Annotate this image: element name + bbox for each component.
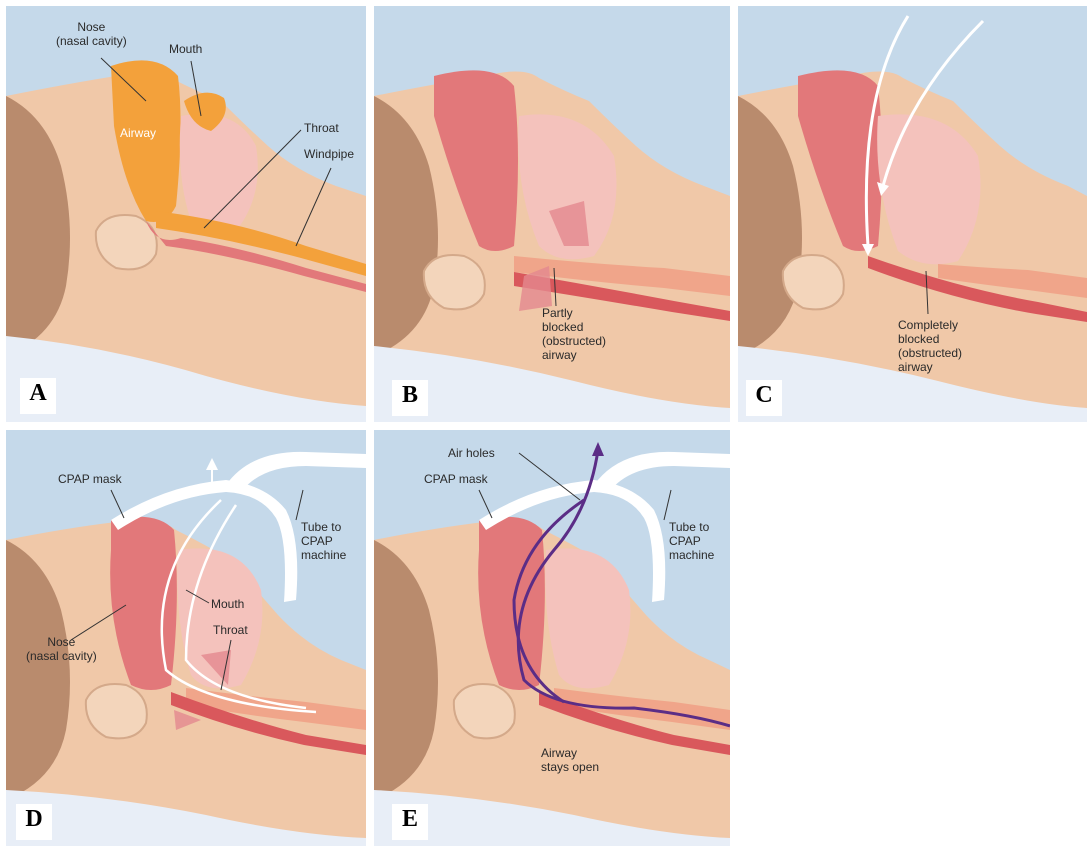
label-nose: Nose (nasal cavity) — [56, 20, 127, 48]
panel-letter-a: A — [20, 378, 56, 414]
line-tube — [664, 490, 671, 520]
panel-b: Partly blocked (obstructed) airway B — [374, 6, 730, 422]
label-tube: Tube to CPAP machine — [669, 520, 714, 562]
panel-letter-b: B — [392, 380, 428, 416]
label-nose: Nose (nasal cavity) — [26, 635, 97, 663]
panel-letter-c: C — [746, 380, 782, 416]
label-mask: CPAP mask — [424, 472, 488, 486]
panel-c: Completely blocked (obstructed) airway C — [738, 6, 1087, 422]
line-mask — [111, 490, 124, 518]
label-throat: Throat — [213, 623, 248, 637]
panel-d: CPAP mask Tube to CPAP machine Mouth Nos… — [6, 430, 366, 846]
label-air-holes: Air holes — [448, 446, 495, 460]
label-airway: Airway — [120, 126, 156, 140]
label-open: Airway stays open — [541, 746, 599, 774]
label-mask: CPAP mask — [58, 472, 122, 486]
label-mouth: Mouth — [169, 42, 202, 56]
label-windpipe: Windpipe — [304, 147, 354, 161]
tongue — [545, 548, 630, 688]
panel-e: Air holes CPAP mask Tube to CPAP machine… — [374, 430, 730, 846]
label-blocked: Partly blocked (obstructed) airway — [542, 306, 606, 362]
label-blocked: Completely blocked (obstructed) airway — [898, 318, 962, 374]
panel-letter-d: D — [16, 804, 52, 840]
panel-a-illustration — [6, 6, 366, 422]
panel-e-illustration — [374, 430, 730, 846]
line-tube — [296, 490, 303, 520]
label-tube: Tube to CPAP machine — [301, 520, 346, 562]
label-throat: Throat — [304, 121, 339, 135]
panel-letter-e: E — [392, 804, 428, 840]
exhaust-arrowhead — [206, 458, 218, 470]
airflow-purple-arrowhead — [592, 442, 604, 456]
line-mask — [479, 490, 492, 518]
label-mouth: Mouth — [211, 597, 244, 611]
panel-a: Nose (nasal cavity) Mouth Airway Throat … — [6, 6, 366, 422]
